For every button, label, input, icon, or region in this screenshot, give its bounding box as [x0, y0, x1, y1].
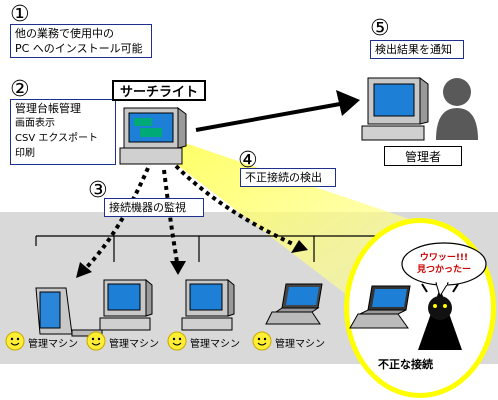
speech-bubble	[401, 242, 487, 298]
machine-3-label: 管理マシン	[190, 339, 240, 350]
unauthorized-label: 不正な接続	[378, 358, 433, 371]
monitor-arrows	[84, 164, 296, 270]
bubble-text-line2: 見つかったー	[416, 265, 471, 275]
machine-1-icon	[35, 287, 103, 337]
server-label: サーチライト	[112, 80, 206, 101]
callout-1-line1: 他の業務で使用中の	[15, 27, 114, 40]
callout-1-box: 他の業務で使用中の PC へのインストール可能	[10, 24, 152, 58]
bubble-text-line1: ウワッー!!!	[419, 253, 469, 263]
server-pc-icon	[119, 107, 187, 165]
intruder-icon	[418, 278, 462, 350]
admin-pc-icon	[361, 77, 429, 141]
machine-2-label: 管理マシン	[109, 339, 159, 350]
callout-1-line2: PC へのインストール可能	[15, 42, 143, 55]
callout-3-box: 接続機器の監視	[104, 198, 204, 217]
machine-1-label: 管理マシン	[28, 339, 78, 350]
callout-2-line3: CSV エクスポート	[15, 133, 99, 144]
callout-2-line2: 画面表示	[15, 118, 55, 129]
machine-4-icon	[265, 283, 323, 325]
admin-person-icon	[436, 78, 478, 140]
smiley-icons	[5, 331, 272, 351]
callout-5-box: 検出結果を通知	[370, 40, 464, 59]
machine-2-icon	[99, 278, 153, 331]
machine-3-icon	[181, 278, 235, 331]
callout-2-box: 管理台帳管理 画面表示 CSV エクスポート 印刷	[10, 99, 116, 165]
machine-4-label: 管理マシン	[275, 339, 325, 350]
unauthorized-laptop-icon	[349, 285, 411, 329]
callout-4-box: 不正接続の検出	[240, 168, 336, 187]
admin-label: 管理者	[384, 146, 462, 166]
callout-1-number: ①	[10, 2, 30, 27]
callout-2-line1: 管理台帳管理	[15, 102, 81, 115]
callout-2-line4: 印刷	[15, 148, 35, 159]
callout-3-number: ③	[88, 178, 108, 203]
callout-4-number: ④	[238, 148, 258, 173]
callout-2-number: ②	[10, 77, 30, 102]
callout-5-number: ⑤	[370, 16, 390, 41]
